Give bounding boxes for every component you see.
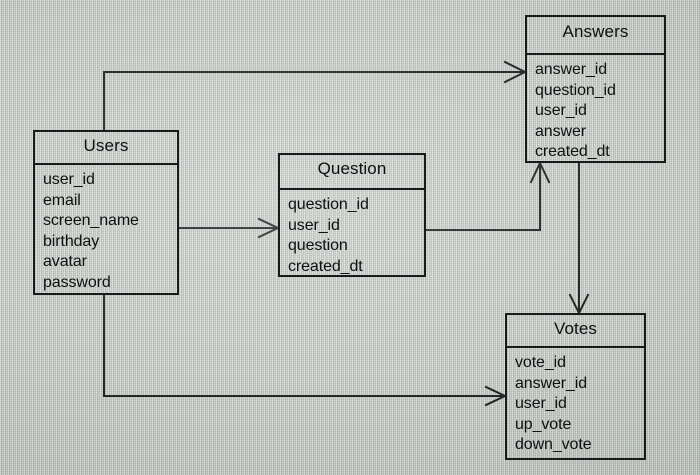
field-down-vote: down_vote bbox=[515, 436, 592, 454]
field-email: email bbox=[43, 191, 81, 209]
link-question-answers bbox=[425, 162, 541, 231]
field-birthday: birthday bbox=[43, 232, 100, 250]
entity-question[interactable]: Question question_id user_id question cr… bbox=[278, 153, 426, 277]
field-answer-id: answer_id bbox=[515, 374, 588, 392]
entity-question-fields: question_id user_id question created_dt bbox=[280, 190, 424, 283]
field-user-id: user_id bbox=[288, 216, 340, 234]
entity-answers-title: Answers bbox=[527, 17, 664, 55]
crowfoot-question-answers bbox=[529, 161, 551, 184]
entity-votes-title: Votes bbox=[507, 315, 644, 348]
field-question: question bbox=[288, 237, 348, 255]
field-avatar: avatar bbox=[43, 253, 87, 271]
entity-votes-fields: vote_id answer_id user_id up_vote down_v… bbox=[507, 348, 644, 462]
field-created-dt: created_dt bbox=[535, 143, 610, 161]
field-user-id: user_id bbox=[535, 102, 587, 120]
field-up-vote: up_vote bbox=[515, 415, 572, 433]
crowfoot-users-question bbox=[257, 217, 280, 239]
link-users-votes bbox=[103, 294, 506, 397]
field-user-id: user_id bbox=[43, 171, 95, 188]
link-users-answers bbox=[103, 71, 526, 131]
crowfoot-users-votes bbox=[484, 385, 507, 407]
entity-votes[interactable]: Votes vote_id answer_id user_id up_vote … bbox=[505, 313, 646, 460]
field-user-id: user_id bbox=[515, 395, 567, 413]
crowfoot-answers-votes bbox=[568, 293, 590, 315]
entity-users[interactable]: Users user_id email screen_name birthday… bbox=[33, 130, 179, 295]
entity-users-fields: user_id email screen_name birthday avata… bbox=[35, 165, 177, 299]
field-password: password bbox=[43, 273, 111, 291]
field-question-id: question_id bbox=[288, 196, 369, 213]
field-question-id: question_id bbox=[535, 81, 616, 99]
field-answer: answer bbox=[535, 122, 586, 140]
entity-answers[interactable]: Answers answer_id question_id user_id an… bbox=[525, 15, 666, 163]
field-answer-id: answer_id bbox=[535, 61, 608, 78]
field-created-dt: created_dt bbox=[288, 257, 363, 275]
entity-question-title: Question bbox=[280, 155, 424, 190]
field-vote-id: vote_id bbox=[515, 354, 566, 371]
entity-answers-fields: answer_id question_id user_id answer cre… bbox=[527, 55, 664, 169]
entity-users-title: Users bbox=[35, 132, 177, 165]
crowfoot-users-answers bbox=[503, 60, 527, 84]
field-screen-name: screen_name bbox=[43, 212, 139, 230]
